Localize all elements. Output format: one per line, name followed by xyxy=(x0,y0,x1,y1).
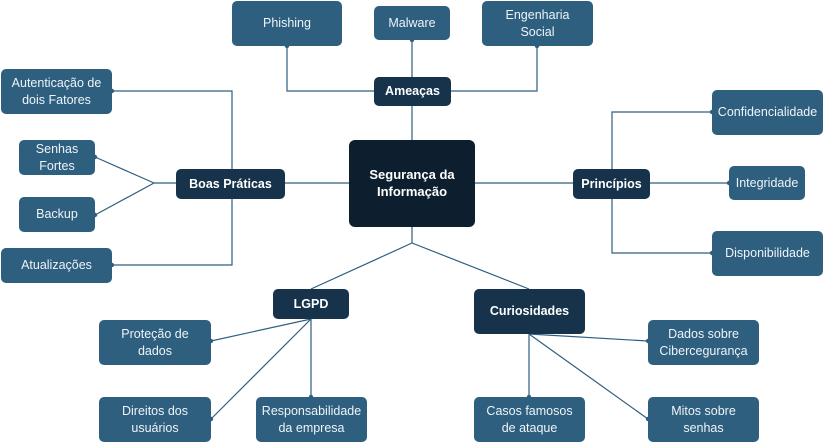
center-node[interactable]: Segurança da Informação xyxy=(349,140,475,227)
link-boas-senhas xyxy=(94,156,155,184)
leaf-phishing[interactable]: Phishing xyxy=(232,1,342,46)
leaf-casos-famosos-de-ataque[interactable]: Casos famosos de ataque xyxy=(474,397,585,442)
link-boas-backup xyxy=(94,182,155,216)
link-curiosidades-dados xyxy=(528,333,649,342)
link-principios-confidencialidade xyxy=(611,111,712,169)
leaf-mitos-sobre-senhas[interactable]: Mitos sobre senhas xyxy=(648,397,759,442)
hub-boas-praticas[interactable]: Boas Práticas xyxy=(176,169,285,199)
leaf-responsabilidade-da-empresa[interactable]: Responsabilidade da empresa xyxy=(256,397,367,442)
leaf-autenticacao-dois-fatores[interactable]: Autenticação de dois Fatores xyxy=(1,69,112,114)
link-lgpd-protecao xyxy=(210,318,312,342)
link-center-curiosidades xyxy=(411,242,530,290)
link-lgpd-direitos xyxy=(210,318,312,420)
link-boas-autenticacao xyxy=(112,90,233,169)
link-principios-disponibilidade xyxy=(611,199,712,254)
leaf-atualizacoes[interactable]: Atualizações xyxy=(1,248,112,283)
link-curiosidades-mitos xyxy=(528,333,649,420)
leaf-dados-sobre-ciberseguranca[interactable]: Dados sobre Cibercegurança xyxy=(648,320,759,365)
hub-lgpd[interactable]: LGPD xyxy=(273,289,349,319)
hub-curiosidades[interactable]: Curiosidades xyxy=(474,289,585,334)
link-ameacas-engenharia xyxy=(451,46,538,92)
leaf-backup[interactable]: Backup xyxy=(19,197,95,232)
link-ameacas-phishing xyxy=(286,46,374,92)
hub-principios[interactable]: Princípios xyxy=(573,169,650,199)
leaf-senhas-fortes[interactable]: Senhas Fortes xyxy=(19,140,95,175)
leaf-disponibilidade[interactable]: Disponibilidade xyxy=(712,231,823,276)
leaf-malware[interactable]: Malware xyxy=(374,6,450,40)
link-boas-atualizacoes xyxy=(112,199,233,266)
link-center-lgpd xyxy=(310,242,413,290)
leaf-direitos-dos-usuarios[interactable]: Direitos dos usuários xyxy=(99,397,211,442)
hub-ameacas[interactable]: Ameaças xyxy=(374,77,451,106)
leaf-confidencialidade[interactable]: Confidencialidade xyxy=(712,90,823,135)
leaf-protecao-de-dados[interactable]: Proteção de dados xyxy=(99,320,211,365)
leaf-engenharia-social[interactable]: Engenharia Social xyxy=(482,1,593,46)
leaf-integridade[interactable]: Integridade xyxy=(729,166,805,200)
